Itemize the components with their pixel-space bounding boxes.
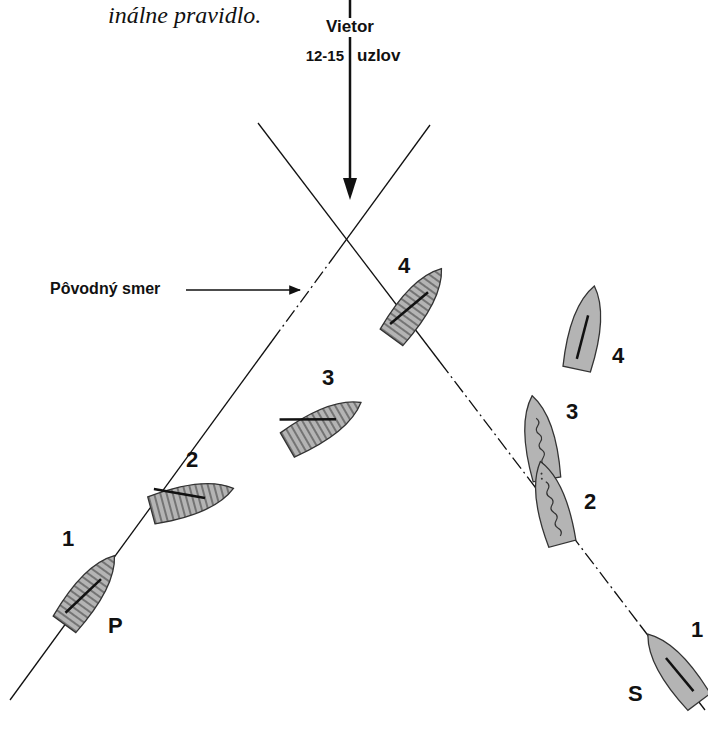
boat-letter: P [108, 614, 123, 638]
callout-number: 1 [62, 527, 74, 551]
callout-number: 3 [322, 366, 334, 390]
wind-label: 12-15 [306, 48, 344, 65]
wind-label: Vietor [323, 18, 377, 37]
caption-text: inálne pravidlo. [108, 2, 261, 28]
callout-number: 4 [612, 344, 624, 368]
boat [146, 469, 237, 525]
boat-letter: S [628, 682, 643, 706]
callout-number: 2 [186, 448, 198, 472]
callout-number: 1 [691, 618, 703, 642]
pointer-arrow [186, 289, 300, 291]
course-line [10, 125, 430, 700]
boat [562, 283, 610, 373]
callout-number: 4 [398, 254, 410, 278]
callout-number: 2 [584, 490, 596, 514]
boat [526, 458, 578, 548]
boat [274, 380, 368, 458]
boat [379, 260, 454, 347]
wind-label: uzlov [357, 47, 400, 66]
course-line [258, 123, 705, 710]
callout-number: 3 [566, 400, 578, 424]
wind-arrowhead [343, 178, 357, 200]
course-label: Pôvodný smer [50, 280, 160, 298]
